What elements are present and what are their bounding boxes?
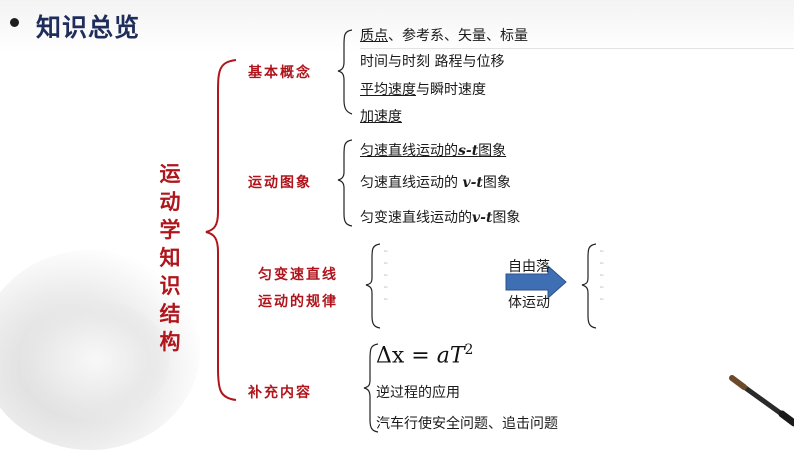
branch-label-graphs: 运动图象 (248, 175, 312, 191)
formula-var: aT (436, 343, 465, 369)
extra-item-2: 汽车行使安全问题、追击问题 (376, 416, 558, 432)
brace-extra (363, 343, 379, 433)
formula-thumbnail: ⋯⋯⋯⋯⋯ (384, 248, 388, 303)
root-char: 学 (159, 218, 181, 242)
brace-graphs (337, 139, 353, 227)
formula-exponent: 2 (464, 342, 474, 358)
graphs-item-1-suffix: 图象 (478, 143, 507, 159)
basic-item-1-underlined: 质点 (360, 28, 388, 44)
basic-item-1: 质点、参考系、矢量、标量 (360, 25, 528, 45)
free-fall-label-line2: 体运动 (508, 295, 550, 311)
arrow-icon (505, 264, 567, 300)
basic-item-3-rest: 与瞬时速度 (416, 82, 486, 98)
graphs-item-2-suffix: 图象 (482, 175, 511, 191)
main-brace (205, 59, 237, 401)
graphs-item-1-var: s-t (458, 143, 479, 159)
graphs-item-3-suffix: 图象 (492, 210, 521, 226)
basic-item-2: 时间与时刻 路程与位移 (360, 54, 505, 70)
decorative-flower-blot-inner (20, 300, 170, 420)
extra-item-1: 逆过程的应用 (376, 385, 460, 401)
brace-laws-right (581, 243, 597, 329)
branch-label-basic: 基本概念 (248, 65, 312, 81)
title-bar (0, 0, 794, 52)
branch-label-laws-line1: 匀变速直线 (258, 267, 338, 283)
header-divider (360, 48, 794, 49)
branch-label-laws-line2: 运动的规律 (258, 294, 338, 310)
graphs-item-2-text: 匀速直线运动的 (360, 175, 463, 191)
graphs-item-1: 匀速直线运动的s-t图象 (360, 140, 506, 160)
basic-item-3: 平均速度与瞬时速度 (360, 79, 486, 99)
graphs-item-3-text: 匀变速直线运动的 (360, 210, 472, 226)
basic-item-1-rest: 、参考系、矢量、标量 (388, 28, 528, 44)
root-char: 结 (159, 302, 181, 326)
graphs-item-2: 匀速直线运动的 v-t图象 (360, 172, 511, 192)
formula-thumbnail: ⋯⋯⋯⋯⋯ (600, 248, 604, 303)
root-char: 知 (159, 246, 181, 270)
branch-label-extra: 补充内容 (248, 385, 312, 401)
formula-lhs: Δx = (376, 343, 437, 369)
root-char: 构 (159, 330, 181, 354)
brace-basic (337, 29, 353, 115)
root-char: 动 (159, 190, 181, 214)
page-title: 知识总览 (36, 13, 141, 42)
basic-item-4: 加速度 (360, 109, 402, 125)
graphs-item-2-var: v-t (462, 175, 483, 191)
free-fall-label-line1: 自由落 (508, 259, 550, 275)
graphs-item-3: 匀变速直线运动的v-t图象 (360, 207, 520, 227)
brush-pen-icon (729, 375, 794, 427)
basic-item-3-underlined: 平均速度 (360, 82, 416, 98)
graphs-item-1-text: 匀速直线运动的 (360, 143, 458, 159)
root-char: 识 (159, 274, 181, 298)
graphs-item-3-var: v-t (472, 210, 493, 226)
brace-laws-left (365, 243, 381, 329)
title-bullet-icon (10, 18, 19, 27)
delta-x-formula: Δx = aT2 (376, 342, 473, 368)
root-char: 运 (159, 162, 181, 186)
root-label: 运 动 学 知 识 结 构 (155, 160, 185, 356)
